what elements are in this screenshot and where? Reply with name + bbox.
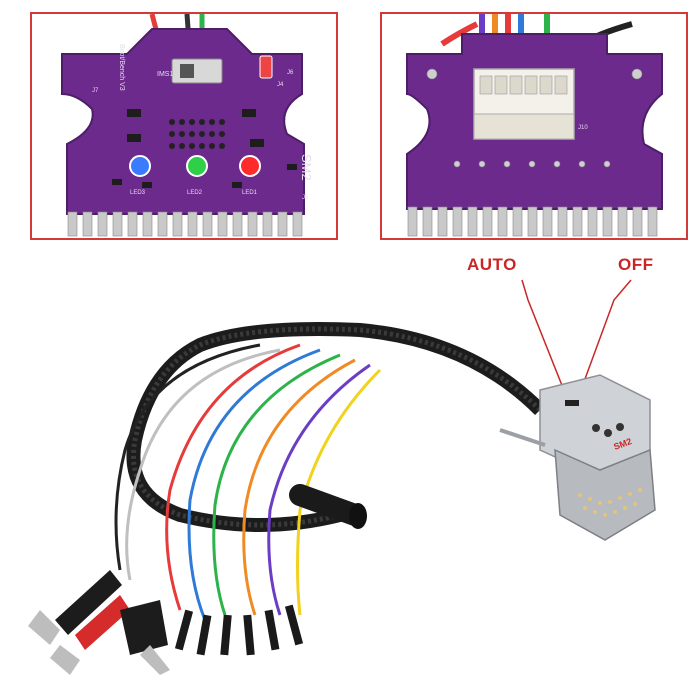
board-mode-label: Boot/Bench V3 (118, 44, 125, 91)
pcb-front-illustration: IMS1 LED3 LED2 LED1 SM2 Boot/Bench V3 (32, 14, 336, 238)
off-pointer-line (577, 279, 632, 399)
led1-label: LED1 (242, 190, 258, 196)
pcb-front-inset: IMS1 LED3 LED2 LED1 SM2 Boot/Bench V3 (30, 12, 338, 240)
green-led-icon (186, 155, 208, 177)
db25-connector: SM2 (499, 374, 656, 541)
led2-label: LED2 (187, 190, 203, 196)
connector-label: J10 (578, 125, 588, 131)
cable-harness-photo: SM2 (28, 279, 656, 675)
off-callout-label: OFF (618, 255, 654, 274)
auto-callout-label: AUTO (467, 255, 517, 274)
alligator-clips (28, 570, 170, 675)
blue-led-icon (129, 155, 151, 177)
braided-harness (126, 322, 545, 532)
jumper-label-j4: J4 (277, 82, 284, 88)
jumper-label-j5: J5 (302, 195, 309, 201)
jumper-label-j6: J6 (287, 70, 294, 76)
pcb-rear-inset: J10 (380, 12, 688, 240)
switch-label: IMS1 (157, 71, 173, 78)
jumper-label-j7: J7 (92, 88, 99, 94)
board-model-label: SM2 (299, 154, 314, 181)
auto-pointer-line (521, 279, 568, 399)
pcb-rear-illustration: J10 (382, 14, 686, 238)
red-led-icon (239, 155, 261, 177)
mode-switch[interactable] (565, 400, 579, 406)
led3-label: LED3 (130, 190, 146, 196)
